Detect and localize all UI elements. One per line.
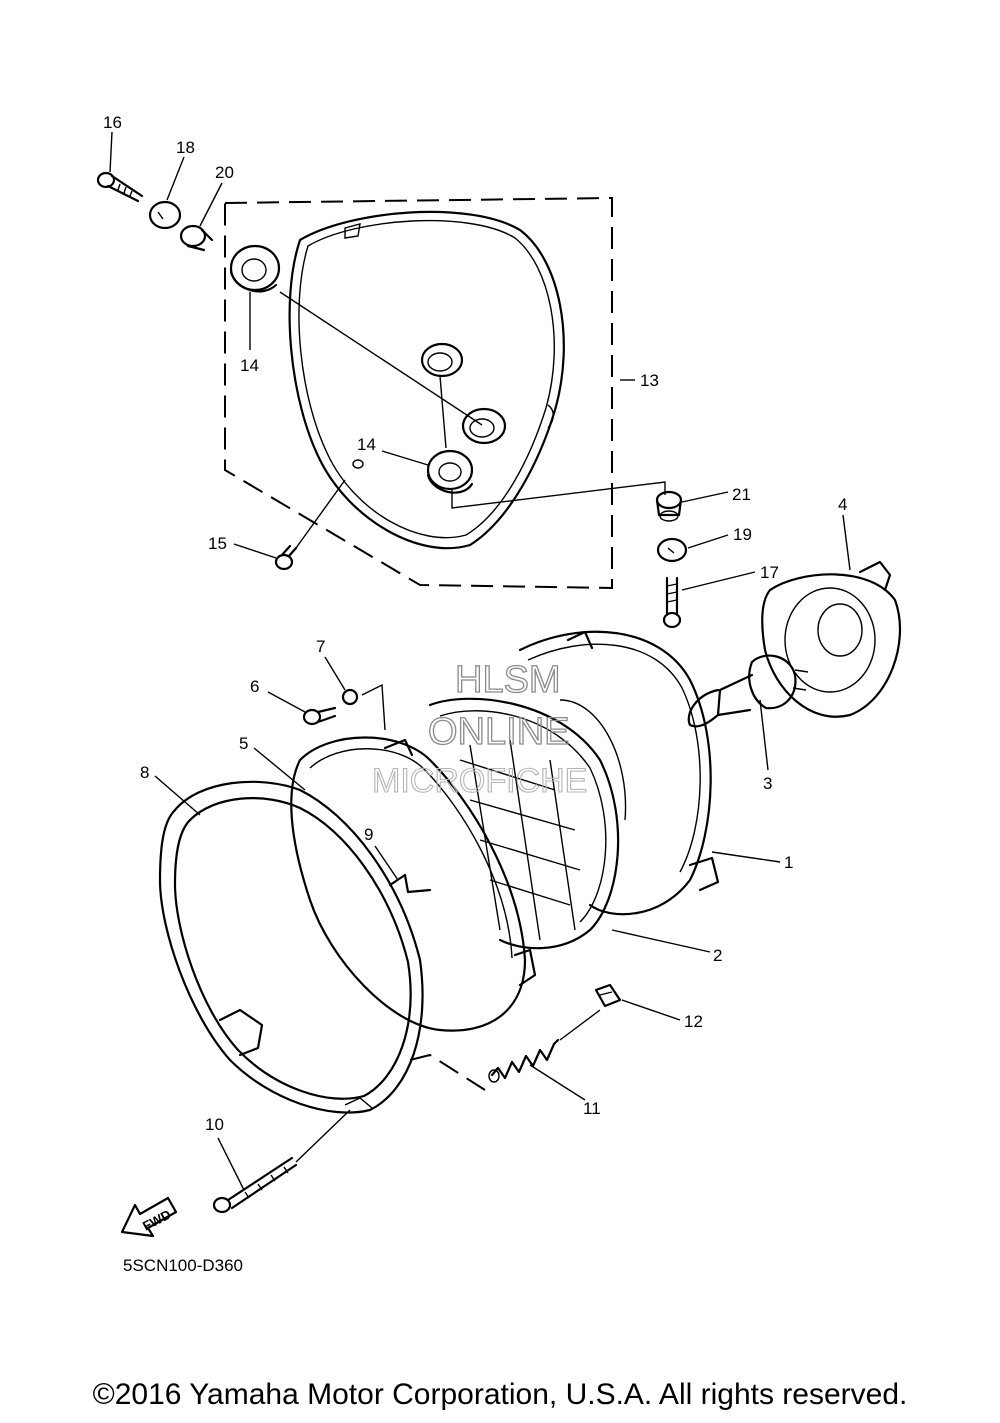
callout-5: 5: [239, 734, 248, 753]
nut-12: [594, 983, 622, 1008]
assembly-line-screw-6: [361, 683, 386, 731]
callout-7: 7: [316, 637, 325, 656]
callout-20: 20: [215, 163, 234, 182]
bulb-cover-4: [761, 560, 902, 718]
bolt-16: [96, 171, 144, 203]
callout-19: 19: [733, 525, 752, 544]
assembly-line-grommet-lower: [451, 481, 666, 509]
callout-numbers: 16 18 20 14 13 14 15 21 19 17 4 7 6 5 8 …: [103, 113, 847, 1134]
assembly-line-grommet-upper: [279, 291, 483, 426]
screw-15: [274, 544, 298, 571]
callout-10: 10: [205, 1115, 224, 1134]
screw-6: [302, 706, 337, 726]
screw-10: [212, 1156, 298, 1214]
callout-11: 11: [583, 1099, 601, 1118]
callout-9: 9: [364, 825, 373, 844]
assembly-line-grommet-mid: [439, 375, 447, 449]
callout-2: 2: [713, 946, 722, 965]
callout-15: 15: [208, 534, 227, 553]
callout-4: 4: [838, 495, 847, 514]
mounting-ring-5: [290, 736, 537, 1032]
bulb-3: [687, 654, 809, 728]
callout-14-lower: 14: [357, 435, 376, 454]
callout-21: 21: [732, 485, 751, 504]
callout-6: 6: [250, 677, 259, 696]
leader-bulb-3: [759, 699, 769, 771]
bolt-17: [662, 576, 682, 629]
headlight-unit-1: [518, 630, 720, 916]
svg-text:MICROFICHE: MICROFICHE: [372, 762, 587, 800]
washer-19: [656, 537, 688, 563]
diagram-code: 5SCN100-D360: [123, 1256, 243, 1275]
outer-rim-8: [158, 780, 424, 1114]
callout-14-upper: 14: [240, 356, 259, 375]
callout-13: 13: [640, 371, 659, 390]
nut-7: [341, 688, 359, 706]
collar-21: [655, 490, 683, 522]
collar-20: [179, 224, 214, 252]
headlight-housing-shell: [288, 210, 565, 550]
callout-12: 12: [684, 1012, 703, 1031]
copyright-notice: ©2016 Yamaha Motor Corporation, U.S.A. A…: [92, 1378, 908, 1411]
assembly-line-screw-15: [295, 479, 346, 549]
callout-3: 3: [763, 774, 772, 793]
callout-16: 16: [103, 113, 122, 132]
lens-2: [428, 697, 620, 950]
washer-18: [148, 200, 182, 230]
callout-17: 17: [760, 563, 779, 582]
callout-8: 8: [140, 763, 149, 782]
callout-leaders: [109, 131, 851, 1191]
forward-arrow-icon: FWD: [120, 1196, 178, 1238]
spring-11: [488, 1038, 560, 1083]
grommet-14-lower: [426, 449, 474, 494]
grommet-14-upper: [229, 244, 281, 293]
callout-18: 18: [176, 138, 195, 157]
svg-text:ONLINE: ONLINE: [428, 711, 569, 753]
assembly-line-screw-10: [295, 1109, 351, 1163]
svg-text:HLSM: HLSM: [455, 659, 561, 701]
callout-1: 1: [784, 853, 793, 872]
watermark: HLSM ONLINE MICROFICHE: [371, 658, 587, 800]
housing-assembly-boundary: [224, 196, 613, 590]
assembly-line-spring: [559, 1009, 601, 1041]
assembly-line-rim-spring: [409, 1053, 486, 1091]
